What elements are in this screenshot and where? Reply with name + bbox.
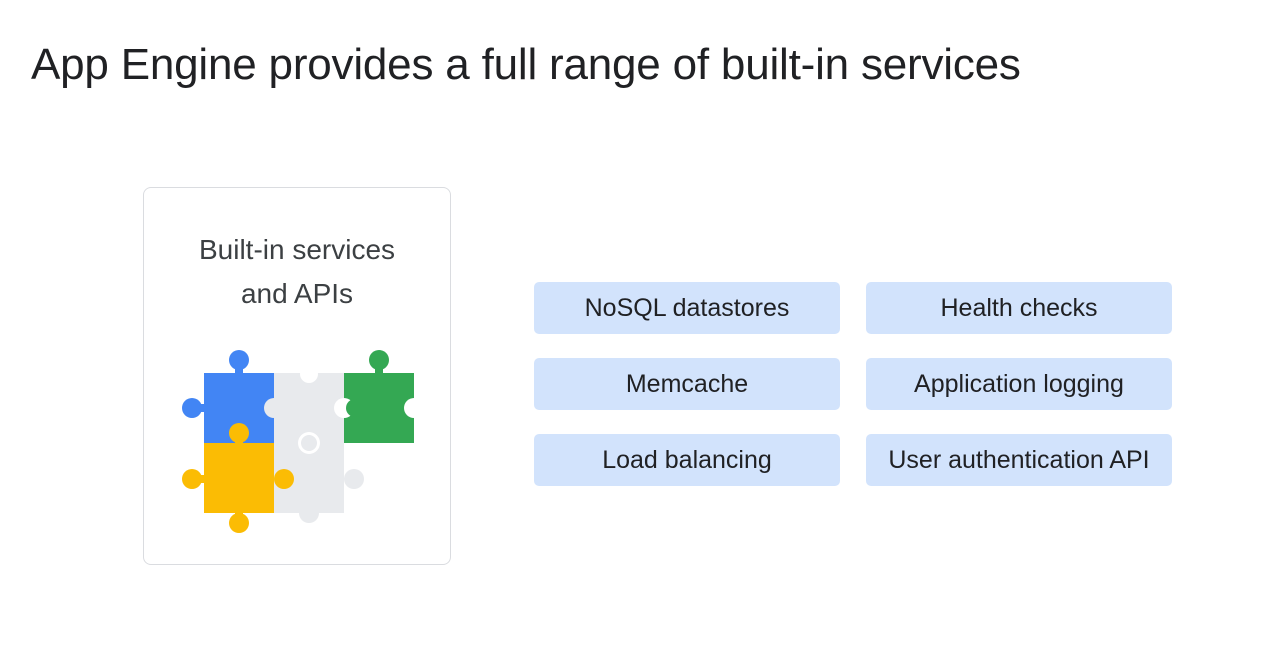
service-memcache: Memcache — [534, 358, 840, 410]
built-in-services-card: Built-in services and APIs — [143, 187, 451, 565]
puzzle-piece-green — [334, 350, 424, 443]
service-application-logging: Application logging — [866, 358, 1172, 410]
card-title-line-2: and APIs — [240, 278, 354, 309]
service-nosql-datastores: NoSQL datastores — [534, 282, 840, 334]
puzzle-piece-yellow — [182, 423, 294, 533]
puzzle-pieces-icon — [182, 350, 424, 533]
service-health-checks: Health checks — [866, 282, 1172, 334]
slide-title: App Engine provides a full range of buil… — [31, 40, 1021, 89]
service-load-balancing: Load balancing — [534, 434, 840, 486]
service-user-authentication-api: User authentication API — [866, 434, 1172, 486]
card-title-line-1: Built-in services — [198, 234, 396, 265]
card-title: Built-in services and APIs — [144, 228, 450, 316]
